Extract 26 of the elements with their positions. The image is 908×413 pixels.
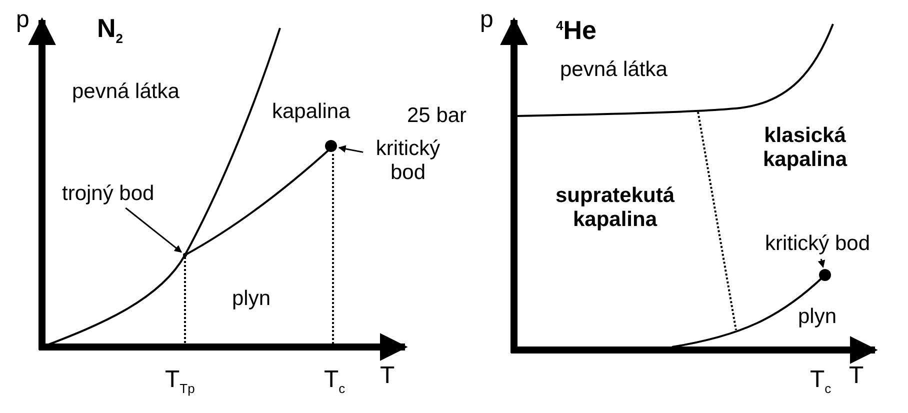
callout-label: kritický bod xyxy=(765,232,870,256)
substance-symbol: N$_{2}$ xyxy=(97,16,124,48)
leader-arrow xyxy=(818,258,826,268)
callout-label: trojný bod xyxy=(62,182,154,206)
axis-label: p xyxy=(16,8,30,32)
critical-point-dot xyxy=(325,140,337,152)
leader-arrow xyxy=(125,207,182,253)
axis-label: T xyxy=(849,364,864,388)
axis-label: T xyxy=(380,364,395,388)
region-label: klasická kapalina xyxy=(762,124,848,172)
axis-tick-label: 25 bar xyxy=(407,104,467,128)
triple-point-dot xyxy=(183,253,187,257)
region-label: plyn xyxy=(232,287,271,311)
leader-arrow xyxy=(338,145,364,153)
region-label: kapalina xyxy=(272,100,350,124)
critical-point-dot xyxy=(819,269,831,281)
callout-label: kritický bod xyxy=(366,137,450,185)
axis-tick-label: T$_{c}$ xyxy=(324,368,346,398)
substance-symbol: $^{4}$He xyxy=(556,14,596,42)
region-label: pevná látka xyxy=(560,58,668,82)
region-label: supratekutá kapalina xyxy=(554,184,676,232)
axis-tick-label: T$_{Tp}$ xyxy=(165,368,195,398)
region-label: pevná látka xyxy=(72,80,180,104)
region-label: plyn xyxy=(798,305,837,329)
axis-label: p xyxy=(480,8,494,32)
axis-tick-label: T$_{c}$ xyxy=(810,368,832,398)
